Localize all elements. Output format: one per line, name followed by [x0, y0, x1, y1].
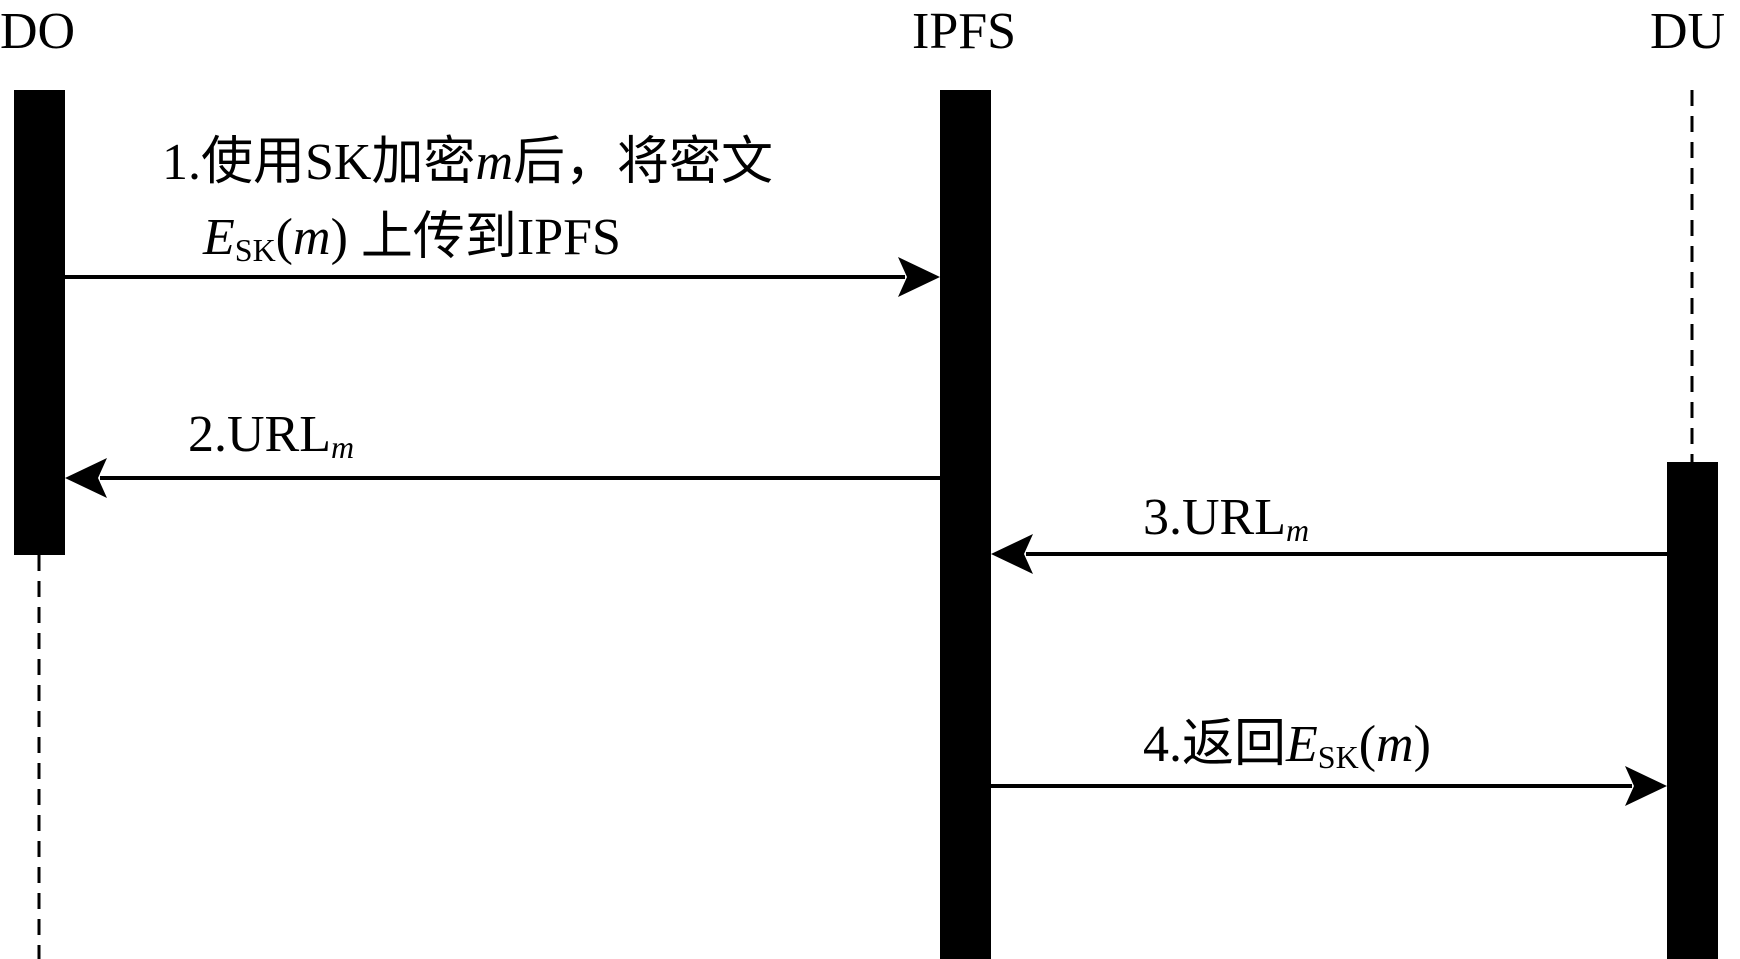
- message-2-arrow: [65, 458, 940, 498]
- message-1-var-m: m: [475, 134, 514, 191]
- message-1-m: m: [293, 209, 331, 266]
- message-3-arrow: [991, 534, 1667, 574]
- message-4-sub-sk: SK: [1317, 739, 1359, 775]
- message-4-arrow: [991, 766, 1667, 806]
- message-4-prefix: 4.返回: [1143, 716, 1287, 773]
- do-activation-bar: [14, 90, 65, 555]
- actor-du-label: DU: [1650, 3, 1726, 60]
- message-4-open: (: [1358, 716, 1377, 773]
- ipfs-activation-bar: [940, 90, 991, 959]
- message-2-sub: m: [331, 429, 355, 465]
- message-2-label: 2.URLm: [188, 405, 354, 477]
- actor-ipfs-label: IPFS: [912, 3, 1017, 60]
- message-1-close: ): [330, 209, 348, 266]
- message-1-suffix: 后，将密文: [513, 134, 774, 191]
- message-4-m: m: [1376, 716, 1414, 773]
- message-3-label: 3.URLm: [1143, 488, 1309, 560]
- message-4-label: 4.返回ESK(m): [1143, 715, 1431, 787]
- actor-do-label: DO: [0, 3, 76, 60]
- message-4-E: E: [1286, 716, 1318, 773]
- message-4-close: ): [1413, 716, 1431, 773]
- message-2-prefix: 2.URL: [188, 406, 331, 463]
- message-1-rest: 上传到IPFS: [347, 209, 621, 266]
- message-1-arrow: [65, 257, 940, 297]
- du-activation-bar: [1667, 462, 1718, 959]
- message-3-prefix: 3.URL: [1143, 489, 1286, 546]
- message-1-label-line1: 1.使用SK加密m后，将密文: [162, 133, 773, 193]
- message-1-label-line2: ESK(m) 上传到IPFS: [203, 208, 621, 280]
- message-3-sub: m: [1286, 512, 1310, 548]
- message-1-prefix: 1.使用SK加密: [162, 134, 476, 191]
- message-1-E: E: [203, 209, 235, 266]
- message-1-sub-sk: SK: [234, 232, 276, 268]
- message-1-open: (: [275, 209, 293, 266]
